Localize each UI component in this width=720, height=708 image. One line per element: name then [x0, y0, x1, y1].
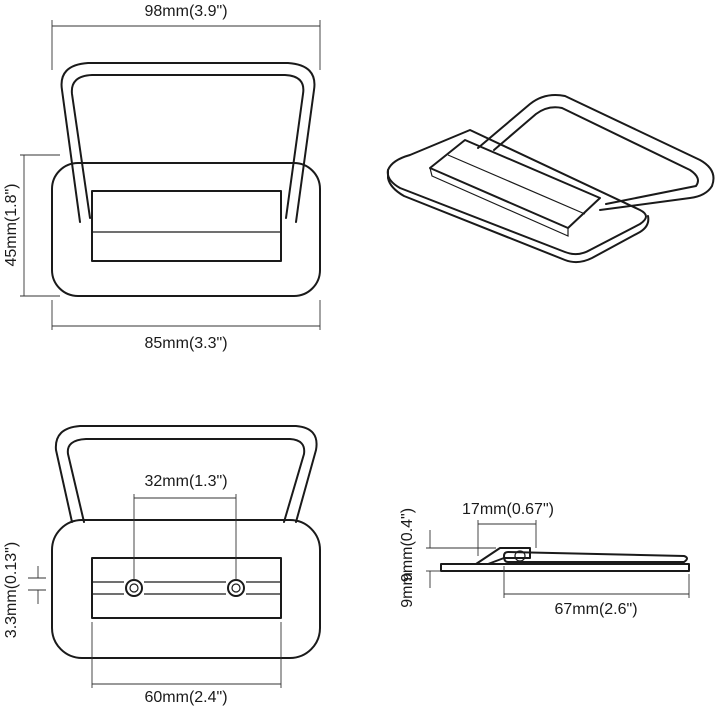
top-view — [51, 425, 321, 659]
label-side-length: 67mm(2.6") — [554, 601, 637, 618]
mounting-hole-right — [227, 579, 245, 597]
iso-handle-outer — [477, 94, 715, 211]
mounting-hole-left — [125, 579, 143, 597]
label-top-width: 98mm(3.9") — [144, 3, 227, 20]
label-top-height: 45mm(1.8") — [3, 183, 20, 266]
label-base-width: 85mm(3.3") — [144, 335, 227, 352]
label-side-height: 9mm — [399, 572, 416, 608]
side-handle — [503, 551, 688, 563]
top-handle-inner — [66, 438, 306, 523]
iso-strap — [429, 139, 601, 229]
label-plate-thickness: 3.3mm(0.13") — [3, 542, 20, 638]
iso-handle-inner — [493, 106, 699, 205]
iso-base-top — [386, 129, 647, 256]
top-base-plate — [51, 519, 321, 659]
isometric-view — [386, 94, 715, 264]
side-view — [440, 547, 690, 572]
top-handle-outer — [54, 425, 318, 523]
front-dimensions: 98mm(3.9") 45mm(1.8") 85mm(3.3") — [3, 3, 321, 352]
side-base-plate — [440, 563, 690, 572]
front-strap — [91, 190, 282, 262]
top-dimensions: 32mm(1.3") 3.3mm(0.13") 60mm(2.4") — [3, 473, 282, 706]
label-hole-spacing: 32mm(1.3") — [144, 473, 227, 490]
front-handle-inner — [70, 74, 305, 219]
top-strap — [91, 557, 282, 619]
label-side-small-height: 9mm(0.4") — [399, 508, 416, 582]
front-handle-outer — [60, 62, 316, 223]
front-base-plate — [51, 162, 321, 297]
iso-base-edge — [387, 169, 650, 264]
side-dimensions: 17mm(0.67") 9mm(0.4") 9mm 67mm(2.6") — [399, 501, 690, 618]
label-side-width: 17mm(0.67") — [462, 501, 554, 518]
label-plate-width: 60mm(2.4") — [144, 689, 227, 706]
front-view — [51, 62, 321, 297]
